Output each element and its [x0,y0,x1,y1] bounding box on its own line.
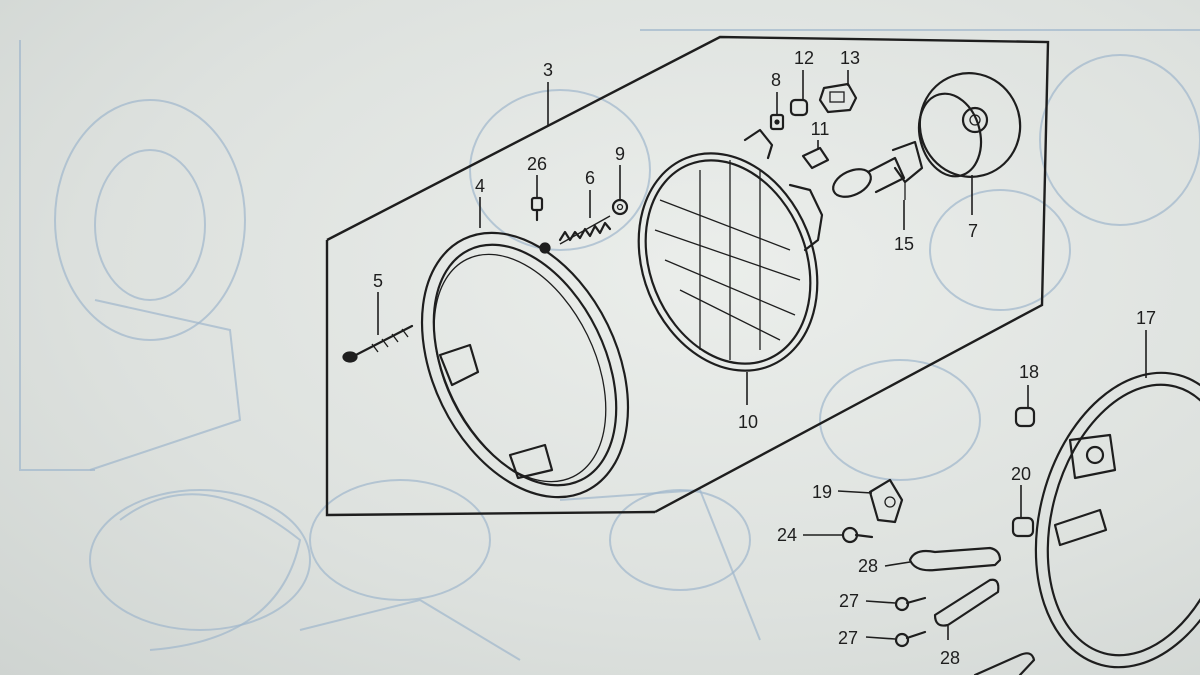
label-part-28-lower: 28 [940,648,960,668]
label-part-10: 10 [738,412,758,432]
label-part-13: 13 [840,48,860,68]
partial-bracket-bottom [973,652,1036,675]
part-27-screw-upper [894,596,927,612]
part-15-bulb [832,140,924,200]
part-11-clip [801,146,830,170]
label-part-18: 18 [1019,362,1039,382]
label-part-5: 5 [373,271,383,291]
ghost-print-background [19,29,1200,661]
part-5-screw [342,324,414,363]
label-part-9: 9 [615,144,625,164]
part-28-clip-lower [933,578,1000,627]
label-part-20: 20 [1011,464,1031,484]
part-27-screw-lower [894,630,927,648]
label-part-6: 6 [585,168,595,188]
part-4-headlight-rim [420,231,630,499]
label-part-3: 3 [543,60,553,80]
label-part-8: 8 [771,70,781,90]
label-part-17: 17 [1136,308,1156,328]
part-20-nut [1011,516,1035,538]
label-part-24: 24 [777,525,797,545]
label-part-19: 19 [812,482,832,502]
part-13-socket [818,82,858,114]
label-part-4: 4 [475,176,485,196]
part-8-clip [769,113,785,131]
label-part-27-upper: 27 [839,591,859,611]
part-number-labels: 3 4 5 26 6 9 10 8 12 13 11 15 7 17 18 20… [373,48,1156,668]
part-28-clip-upper [908,546,1002,572]
part-10-headlight-unit [637,128,824,372]
label-part-7: 7 [968,221,978,241]
label-part-28-upper: 28 [858,556,878,576]
label-part-11: 11 [811,119,830,139]
part-26-screw [530,196,544,222]
leader-lines [377,70,1147,640]
part-9-washer [611,198,629,216]
label-part-27-lower: 27 [838,628,858,648]
assembly-frame [325,35,1050,517]
part-6-spring [558,215,612,245]
label-part-12: 12 [794,48,814,68]
part-19-grommet [868,478,904,524]
part-17-headlight-case [1034,371,1200,669]
label-part-26: 26 [527,154,547,174]
part-18-nut [1014,406,1036,428]
label-part-15: 15 [894,234,914,254]
part-12-nut [789,98,809,117]
part-24-bolt [841,526,874,544]
part-7-dust-cover [917,72,1022,178]
